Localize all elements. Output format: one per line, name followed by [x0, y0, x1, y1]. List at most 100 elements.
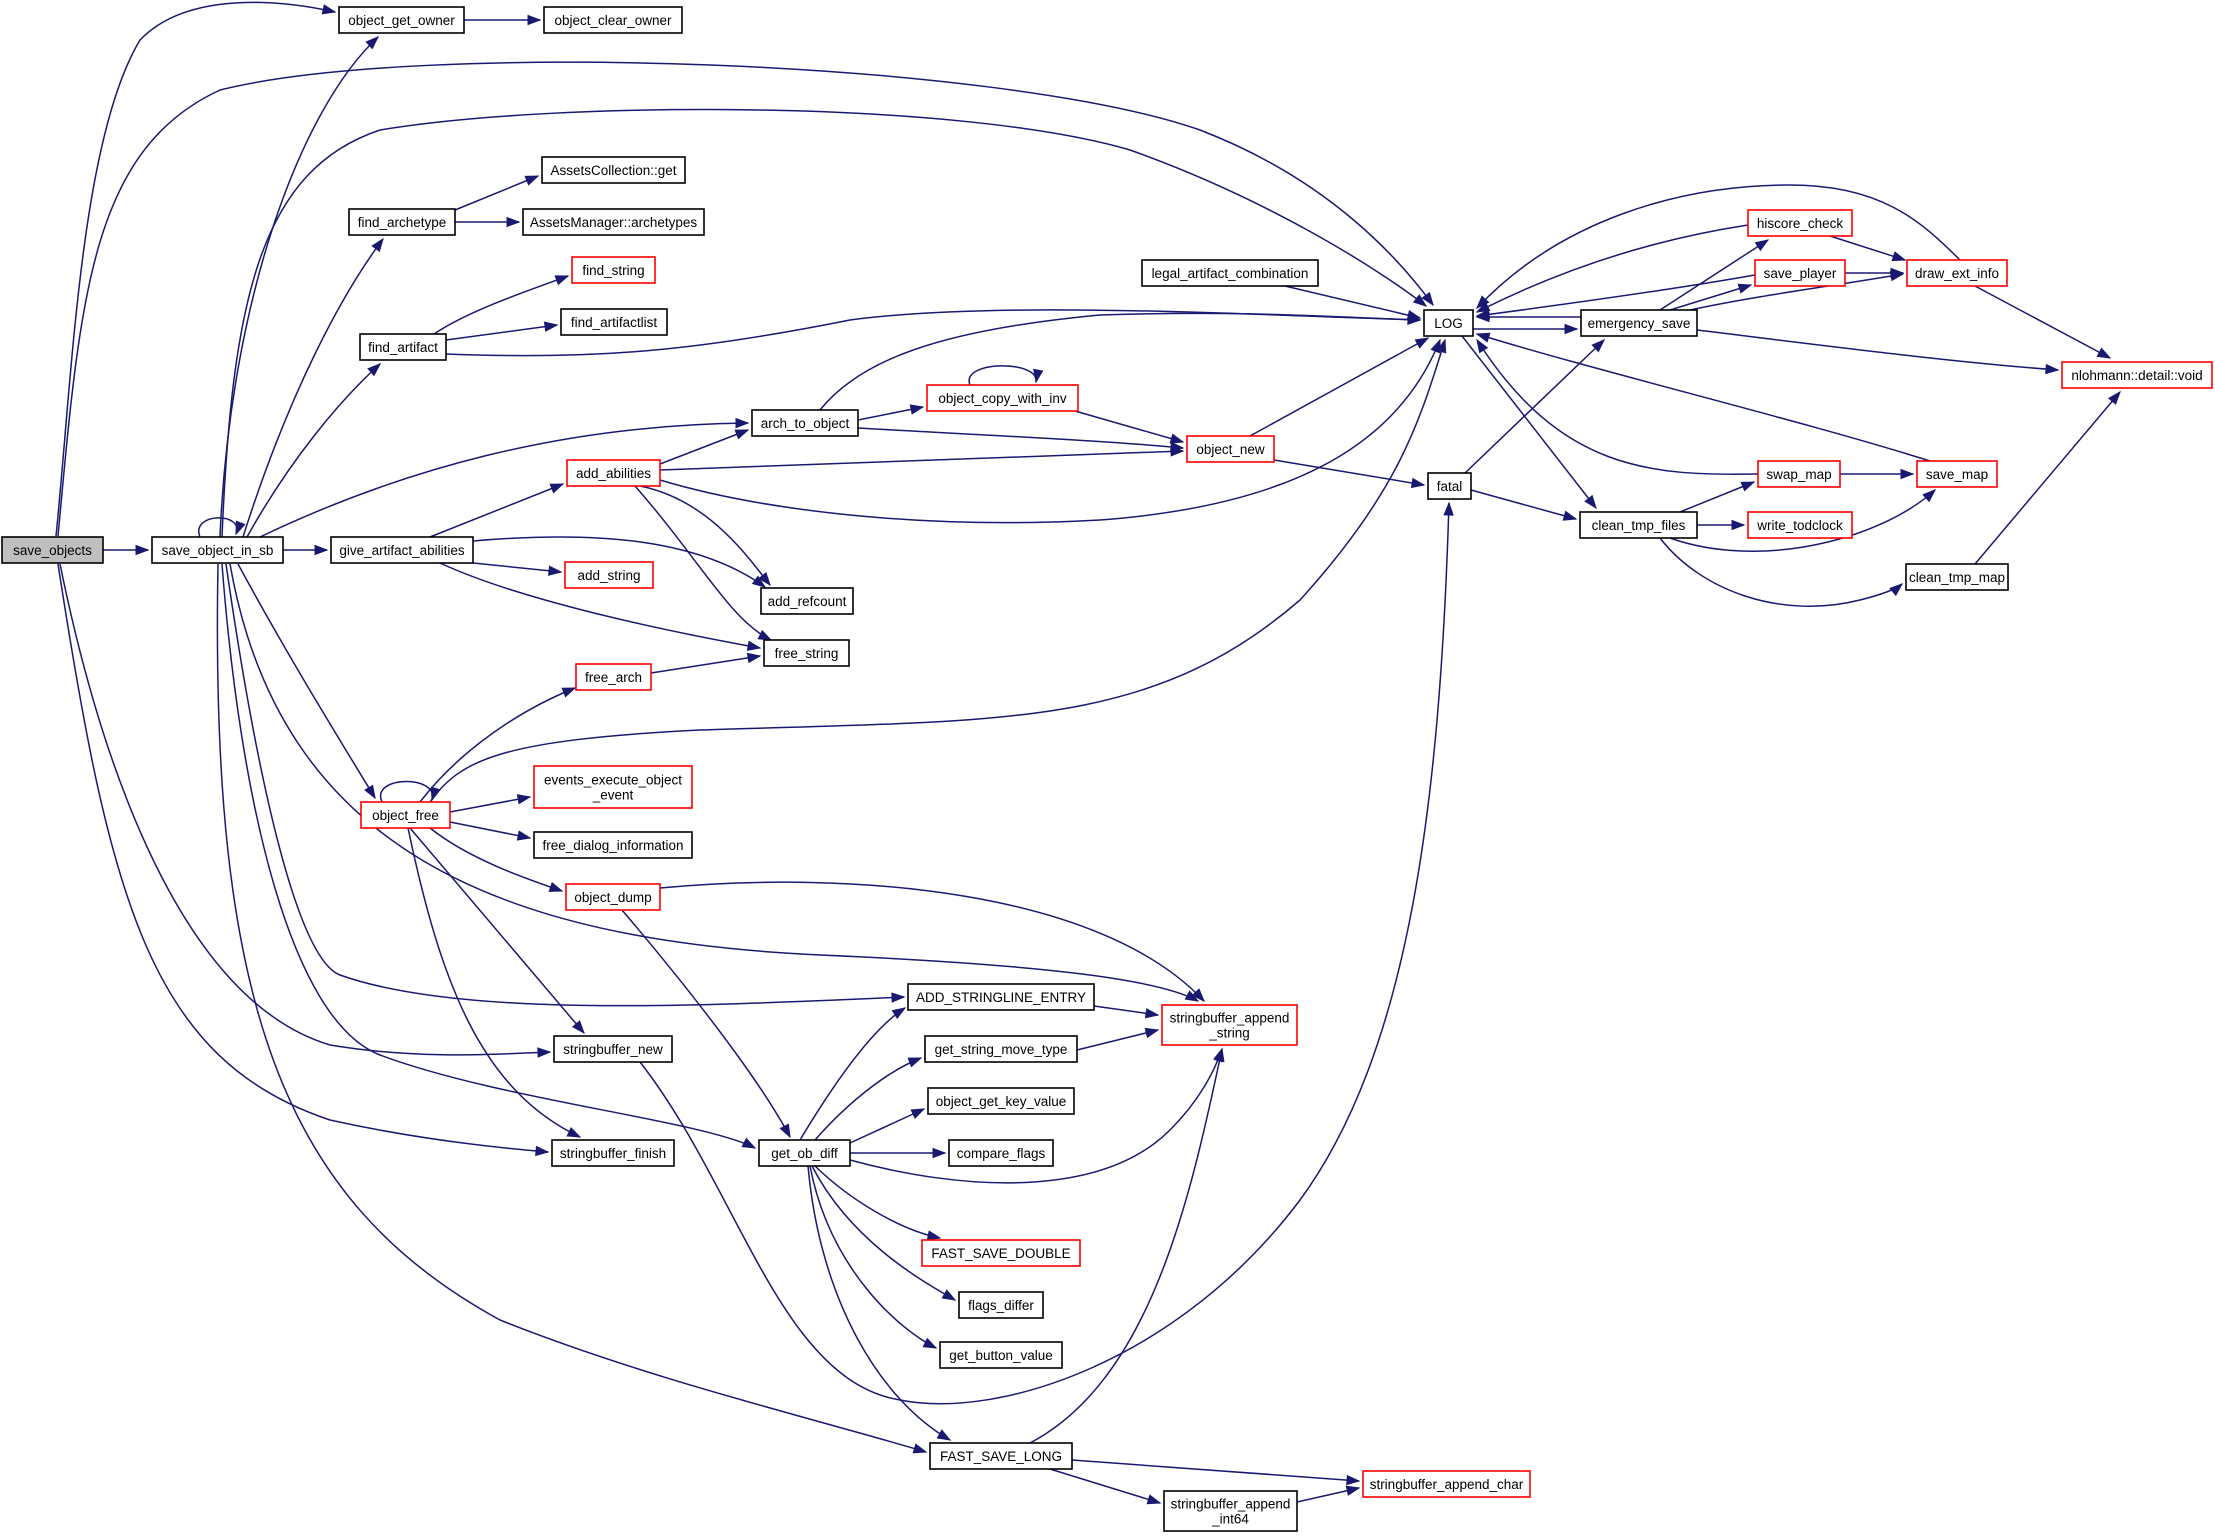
node-get-string-move-type[interactable]: get_string_move_type [924, 1035, 1078, 1063]
edge-get_ob_diff-to-get_button_value [809, 1165, 938, 1349]
arrowhead [746, 652, 762, 664]
node-fatal[interactable]: fatal [1427, 472, 1472, 500]
node-find-artifact[interactable]: find_artifact [359, 333, 447, 361]
edge-line [1829, 235, 1906, 261]
node-label: legal_artifact_combination [1152, 266, 1309, 281]
node-label: save_object_in_sb [162, 543, 274, 558]
node-add-refcount[interactable]: add_refcount [760, 587, 854, 615]
node-fast-save-long[interactable]: FAST_SAVE_LONG [929, 1442, 1073, 1470]
node-box [1141, 259, 1319, 287]
arrowhead [1475, 301, 1491, 313]
node-stringbuffer-append-string[interactable]: stringbuffer_append_string [1161, 1004, 1298, 1046]
node-label: object_get_key_value [936, 1094, 1067, 1109]
edge-LOG-to-emergency_save [1473, 323, 1579, 335]
node-object-get-key-value[interactable]: object_get_key_value [927, 1087, 1075, 1115]
edge-save_player-to-LOG [1475, 274, 1756, 320]
arrowhead [524, 175, 540, 186]
node-assets-get[interactable]: AssetsCollection::get [541, 156, 686, 184]
node-box [560, 308, 668, 336]
node-free-string[interactable]: free_string [763, 639, 850, 667]
node-add-string[interactable]: add_string [564, 561, 654, 589]
edge-swap_map-to-LOG [1476, 338, 1759, 475]
arrowhead [1436, 338, 1447, 354]
node-clean-tmp-map[interactable]: clean_tmp_map [1905, 563, 2009, 591]
node-label: draw_ext_info [1915, 266, 1999, 281]
node-free-arch[interactable]: free_arch [575, 663, 652, 691]
arrowhead [1900, 468, 1915, 480]
edge-object_new-to-fatal [1273, 459, 1426, 489]
node-hiscore-check[interactable]: hiscore_check [1747, 209, 1853, 237]
node-log[interactable]: LOG [1423, 309, 1474, 337]
edge-line [650, 655, 761, 674]
edge-line [849, 1048, 1223, 1184]
node-fast-save-double[interactable]: FAST_SAVE_DOUBLE [921, 1239, 1081, 1267]
node-label: stringbuffer_append [1171, 1497, 1291, 1512]
node-box [2061, 361, 2213, 389]
edge-save_objects-to-stringbuffer_new [59, 563, 552, 1058]
node-arch-to-object[interactable]: arch_to_object [751, 409, 859, 437]
node-add-abilities[interactable]: add_abilities [566, 459, 661, 487]
node-give-artifact-abilities[interactable]: give_artifact_abilities [330, 536, 474, 564]
edge-draw_ext_info-to-LOG [1476, 184, 1961, 310]
node-find-artifactlist[interactable]: find_artifactlist [560, 308, 668, 336]
node-stringbuffer-append-char[interactable]: stringbuffer_append_char [1362, 1470, 1531, 1498]
node-clean-tmp-files[interactable]: clean_tmp_files [1579, 511, 1698, 539]
node-object-copy-with-inv[interactable]: object_copy_with_inv [926, 384, 1079, 412]
node-add-stringline-entry[interactable]: ADD_STRINGLINE_ENTRY [907, 983, 1095, 1011]
node-stringbuffer-append-int64[interactable]: stringbuffer_append_int64 [1163, 1490, 1298, 1532]
node-object-free[interactable]: object_free [360, 801, 451, 829]
edge-object_dump-to-stringbuffer_append_string [659, 881, 1205, 1003]
node-save-object-in-sb[interactable]: save_object_in_sb [151, 536, 284, 564]
arrowhead [1144, 1027, 1160, 1039]
edge-line [639, 485, 771, 586]
edge-object_free-to-object_free [379, 780, 441, 803]
node-label: free_string [775, 646, 839, 661]
edge-line [219, 36, 379, 538]
node-get-ob-diff[interactable]: get_ob_diff [758, 1139, 851, 1167]
node-archetypes[interactable]: AssetsManager::archetypes [522, 208, 705, 236]
node-get-button-value[interactable]: get_button_value [939, 1341, 1063, 1369]
edge-line [639, 502, 1450, 1405]
node-label: stringbuffer_finish [560, 1146, 666, 1161]
node-find-string[interactable]: find_string [571, 256, 656, 284]
edge-stringbuffer_new-to-fatal [639, 501, 1454, 1405]
node-object-clear-owner[interactable]: object_clear_owner [543, 6, 683, 34]
edge-clean_tmp_files-to-swap_map [1679, 481, 1756, 513]
node-box [522, 208, 705, 236]
arrowhead [1345, 1485, 1361, 1496]
edge-line [259, 422, 749, 538]
node-box [565, 883, 661, 911]
node-object-dump[interactable]: object_dump [565, 883, 661, 911]
node-legal-artifact-combination[interactable]: legal_artifact_combination [1141, 259, 1319, 287]
arrowhead [735, 417, 750, 429]
node-nlohmann-void[interactable]: nlohmann::detail::void [2061, 361, 2213, 389]
node-find-archetype[interactable]: find_archetype [348, 208, 456, 236]
node-swap-map[interactable]: swap_map [1757, 460, 1841, 488]
node-emergency-save[interactable]: emergency_save [1580, 309, 1698, 337]
node-label: object_free [372, 808, 439, 823]
arrowhead [516, 830, 532, 841]
node-save-player[interactable]: save_player [1754, 259, 1846, 287]
node-draw-ext-info[interactable]: draw_ext_info [1906, 259, 2008, 287]
node-label: find_artifact [368, 340, 438, 355]
node-flags-differ[interactable]: flags_differ [958, 1291, 1044, 1319]
edge-line [225, 563, 905, 1007]
node-free-dialog-information[interactable]: free_dialog_information [533, 831, 693, 859]
arrowhead [1562, 510, 1578, 521]
edge-line [1273, 459, 1425, 486]
arrowhead [734, 429, 750, 440]
edge-line [1696, 329, 2059, 371]
node-compare-flags[interactable]: compare_flags [948, 1139, 1054, 1167]
edge-get_ob_diff-to-FAST_SAVE_LONG [807, 1165, 952, 1441]
node-object-get-owner[interactable]: object_get_owner [338, 6, 465, 34]
node-box [571, 256, 656, 284]
call-edges [55, 1, 2121, 1505]
node-stringbuffer-finish[interactable]: stringbuffer_finish [551, 1139, 675, 1167]
node-save-map[interactable]: save_map [1916, 460, 1998, 488]
arrowhead [506, 216, 521, 228]
node-save-objects[interactable]: save_objects [1, 536, 104, 564]
node-events-execute-object-event[interactable]: events_execute_object_event [533, 765, 693, 809]
node-object-new[interactable]: object_new [1186, 435, 1275, 463]
node-write-todclock[interactable]: write_todclock [1747, 511, 1853, 539]
node-stringbuffer-new[interactable]: stringbuffer_new [553, 1035, 673, 1063]
